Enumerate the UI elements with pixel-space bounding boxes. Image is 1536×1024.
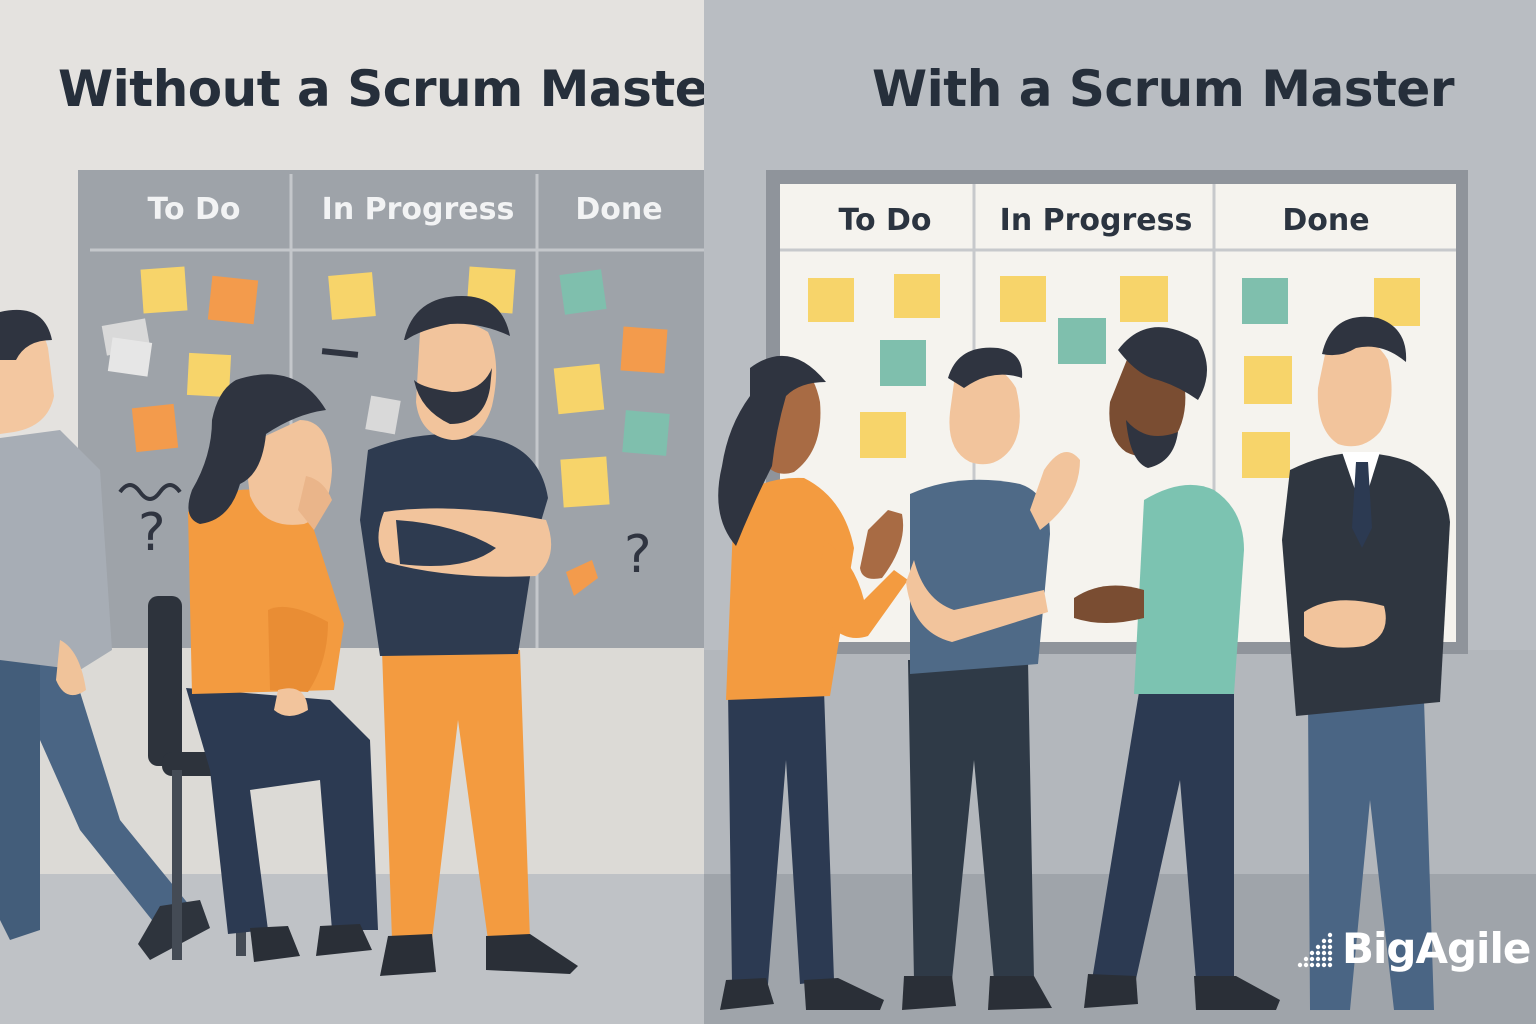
panel-without-scrum-master: ? ?	[0, 0, 704, 1024]
right-column-done-label: Done	[1282, 203, 1370, 238]
right-column-todo-label: To Do	[838, 203, 932, 238]
man-blue-shirt	[902, 347, 1080, 1010]
man-in-suit	[1282, 316, 1450, 1010]
left-column-done-label: Done	[575, 192, 663, 227]
walking-person	[0, 309, 210, 960]
right-column-in-progress-label: In Progress	[999, 203, 1193, 238]
right-scene-art	[704, 170, 1536, 1024]
left-column-todo-label: To Do	[147, 192, 241, 227]
left-panel-title: Without a Scrum Master	[58, 60, 704, 118]
right-panel-title: With a Scrum Master	[872, 60, 1454, 118]
brand-name: BigAgile	[1342, 924, 1531, 973]
left-scene-art: ? ?	[0, 170, 704, 1024]
question-mark-icon: ?	[624, 525, 652, 585]
bigagile-logo-icon	[1297, 932, 1333, 967]
crossed-arms-man	[360, 296, 578, 976]
left-sticky-notes	[101, 266, 670, 596]
seated-woman	[186, 374, 378, 962]
right-sticky-notes	[808, 274, 1420, 478]
question-mark-icon: ?	[138, 503, 166, 563]
man-teal-shirt	[1074, 327, 1280, 1010]
left-column-in-progress-label: In Progress	[321, 192, 515, 227]
brand-logo: BigAgile	[1294, 924, 1531, 973]
panel-with-scrum-master: With a Scrum Master To Do In Progress Do…	[704, 0, 1536, 1024]
squiggle-icon	[118, 483, 182, 501]
woman-orange-shirt	[718, 355, 908, 1010]
